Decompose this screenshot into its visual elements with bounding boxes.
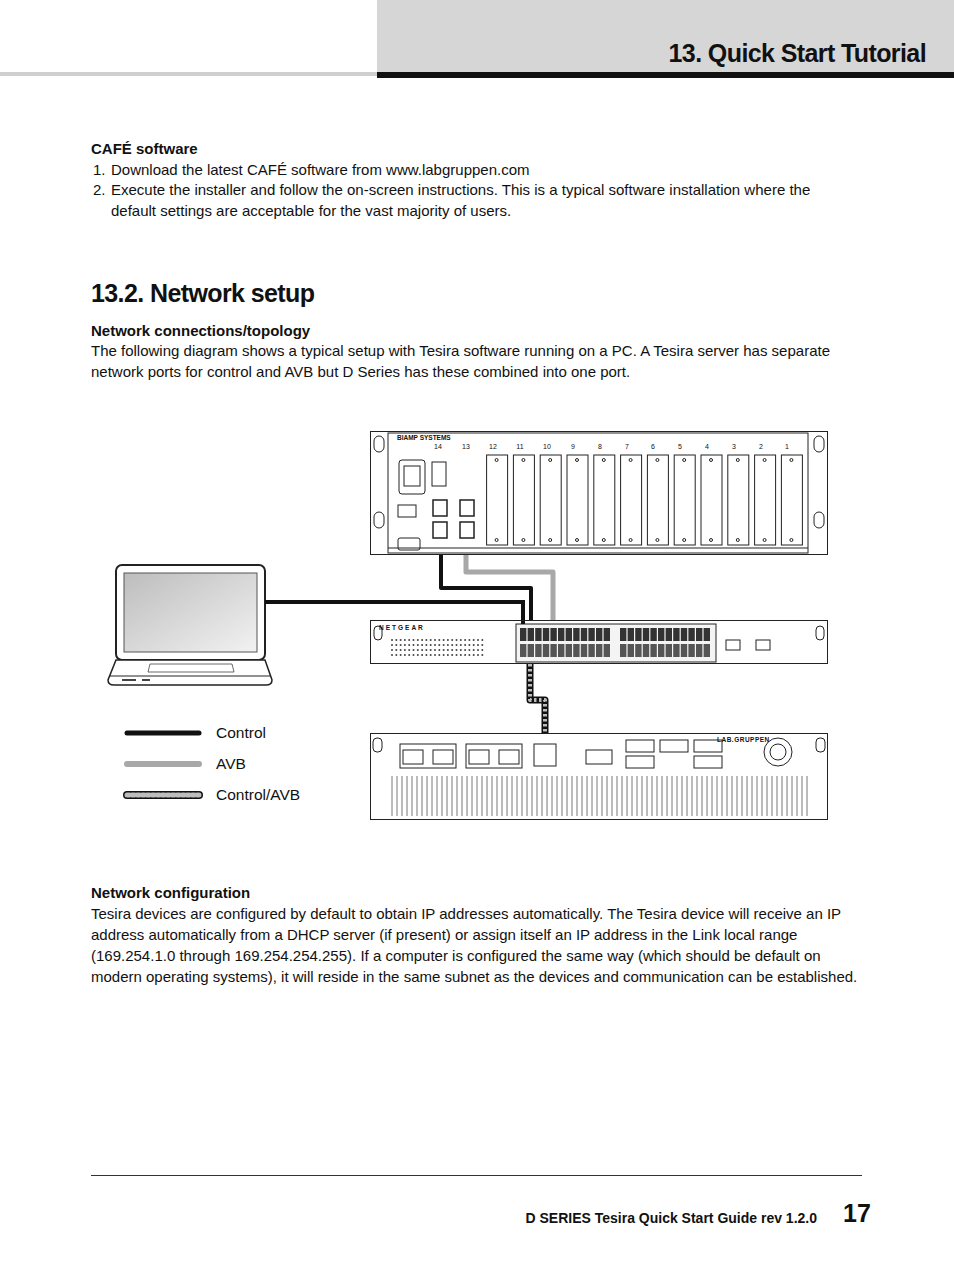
subheading: CAFÉ software <box>91 138 198 159</box>
amplifier-drawing <box>373 738 825 816</box>
header-rule <box>377 72 954 78</box>
list-item: Execute the installer and follow the on-… <box>111 179 831 221</box>
section-heading: 13.2. Network setup <box>91 278 314 308</box>
slot-number: 6 <box>645 442 661 451</box>
slot-number: 3 <box>726 442 742 451</box>
header-rule <box>0 72 377 76</box>
header-bar <box>377 0 954 72</box>
list-number: 1. <box>93 159 106 180</box>
tesira-server: BIAMP SYSTEMS <box>370 431 828 555</box>
slot-number: 13 <box>458 442 474 451</box>
legend-sample <box>127 761 199 767</box>
slot-number: 7 <box>619 442 635 451</box>
subheading: Network connections/topology <box>91 320 310 341</box>
subheading: Network configuration <box>91 882 250 903</box>
slot-number: 9 <box>565 442 581 451</box>
slot-number: 4 <box>699 442 715 451</box>
slot-number: 11 <box>512 442 528 451</box>
paragraph: Tesira devices are configured by default… <box>91 903 866 987</box>
legend-sample <box>127 793 199 798</box>
network-cable <box>441 555 531 620</box>
server-drawing <box>374 433 824 553</box>
cable-stroke <box>530 664 545 733</box>
legend-text: Control/AVB <box>216 785 300 805</box>
cable-stroke <box>530 664 545 733</box>
slot-number: 8 <box>592 442 608 451</box>
paragraph: The following diagram shows a typical se… <box>91 340 853 382</box>
legend-text: AVB <box>216 754 246 774</box>
slot-number: 5 <box>672 442 688 451</box>
d-series-amplifier: LAB.GRUPPEN <box>370 733 828 820</box>
legend-sample <box>127 731 199 736</box>
network-switch: NETGEAR <box>370 620 828 664</box>
switch-drawing <box>374 624 824 662</box>
switch-ports <box>520 628 710 657</box>
list-number: 2. <box>93 179 106 200</box>
slot-number: 2 <box>753 442 769 451</box>
page-number: 17 <box>843 1198 871 1229</box>
footer-text: D SERIES Tesira Quick Start Guide rev 1.… <box>480 1208 817 1228</box>
device-brand: LAB.GRUPPEN <box>717 736 770 744</box>
legend-text: Control <box>216 723 266 743</box>
legend-sample <box>127 791 199 799</box>
speaker-terminals <box>403 750 519 764</box>
chapter-heading: 13. Quick Start Tutorial <box>540 38 926 68</box>
laptop <box>108 565 272 685</box>
list-item: Download the latest CAFÉ software from w… <box>111 159 871 180</box>
device-brand: BIAMP SYSTEMS <box>397 434 451 442</box>
device-brand: NETGEAR <box>379 624 425 632</box>
network-cable <box>530 664 545 733</box>
network-cable <box>466 555 553 620</box>
status-leds <box>391 639 483 656</box>
cable-stroke <box>441 555 531 620</box>
slot-number: 1 <box>779 442 795 451</box>
card-slots <box>487 455 803 545</box>
cable-stroke <box>466 555 553 620</box>
footer-rule <box>91 1175 862 1176</box>
slot-number: 10 <box>539 442 555 451</box>
slot-number: 12 <box>485 442 501 451</box>
slot-number: 14 <box>430 442 446 451</box>
